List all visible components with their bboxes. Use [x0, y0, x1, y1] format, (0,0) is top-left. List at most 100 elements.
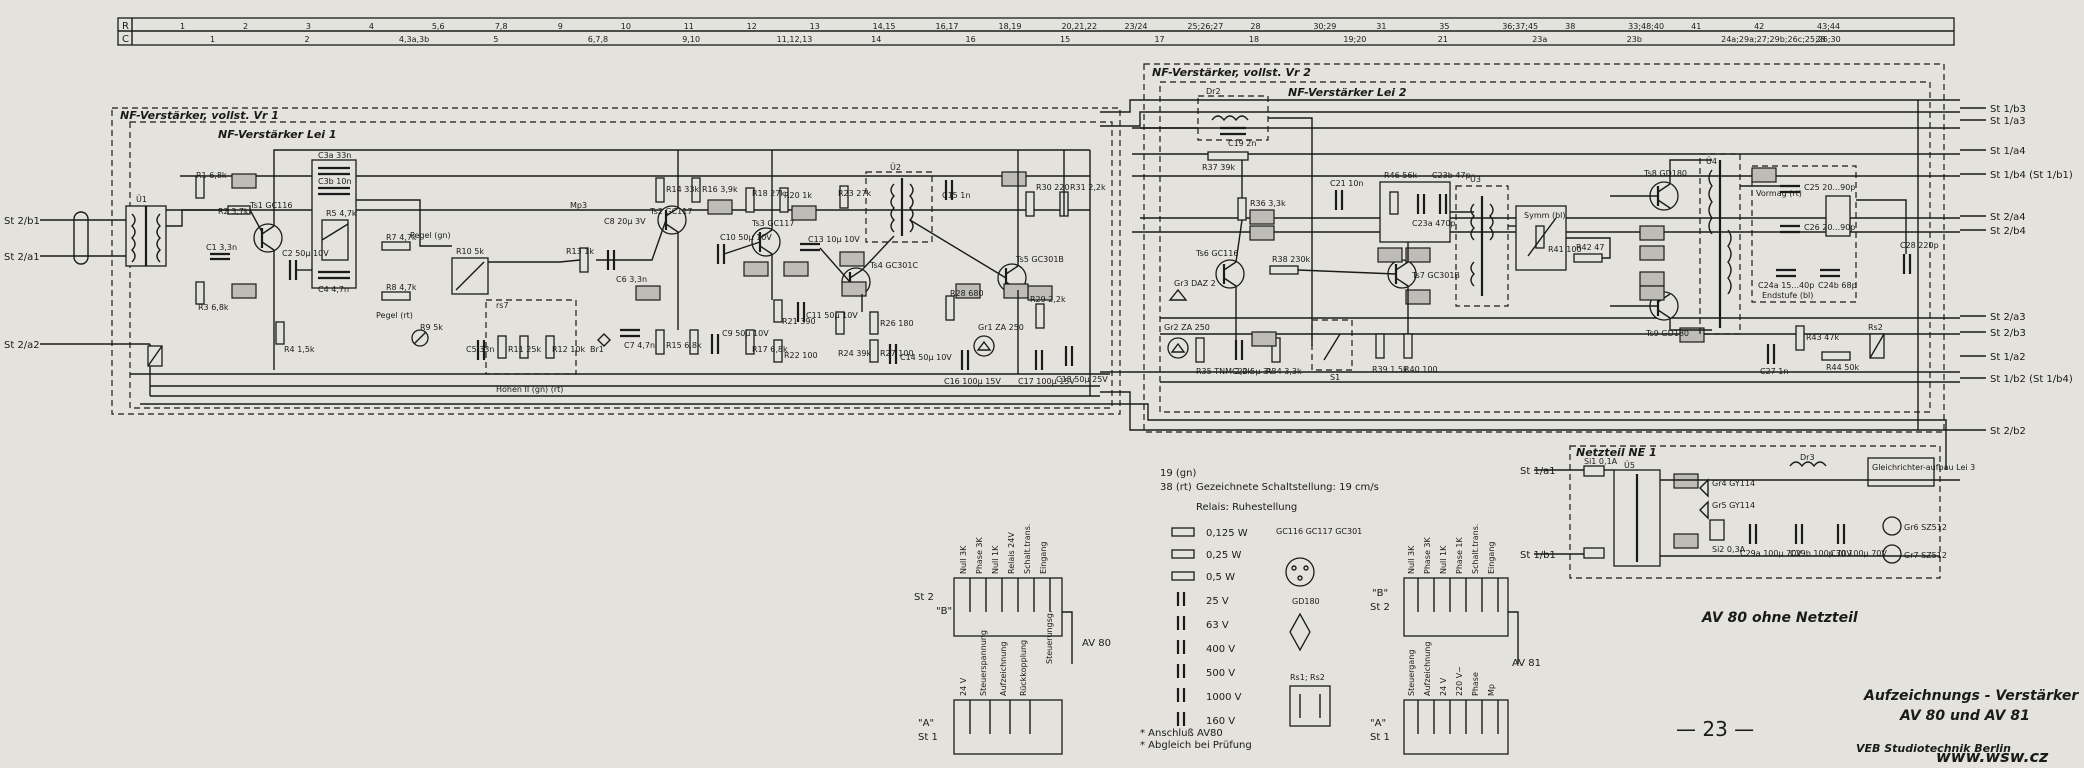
netzteil: Netzteil NE 1 Gleichrichter-aufbau Lei 3… [1520, 445, 1975, 579]
label-r26: R26 180 [880, 319, 914, 328]
label-ts6: Ts6 GC116 [1195, 249, 1238, 258]
label-r23: R23 27k [838, 189, 871, 198]
plug-av80: St 2 "B" "A" St 1 AV 80 Steuerungsg. Nul… [914, 524, 1111, 755]
header-c-cell: 11,12,13 [777, 35, 813, 44]
vr1-inner-label: NF-Verstärker Lei 1 [218, 128, 337, 141]
header-r-cell: 14,15 [873, 22, 896, 31]
legend-relay: Rs1; Rs2 [1290, 673, 1325, 682]
label-c21: C21 10n [1330, 179, 1364, 188]
legend-res-05: 0,5 W [1206, 572, 1235, 583]
header-c-cell: 19;20 [1343, 35, 1366, 44]
label-r14: R14 33k [666, 185, 699, 194]
header-c-cell: 14 [871, 35, 881, 44]
transformer-u2 [865, 171, 933, 243]
header-row-r-label: R [122, 21, 129, 32]
document-title-2: AV 80 und AV 81 [1899, 708, 2030, 724]
label-endstufe: Endstufe (bl) [1762, 291, 1813, 300]
av80-pin-label: Phase 3K [975, 536, 984, 574]
header-r-cell: 16,17 [936, 22, 959, 31]
document-title-1: Aufzeichnungs - Verstärker [1863, 688, 2079, 704]
label-r38: R38 230k [1272, 255, 1311, 264]
label-c13: C13 10μ 10V [808, 235, 860, 244]
header-r-cell: 3 [306, 22, 311, 31]
header-row-c-label: C [122, 34, 129, 45]
label-r3: R3 6,8k [198, 303, 229, 312]
label-gr7: Gr7 SZ512 [1904, 551, 1947, 560]
legend-relais: Relais: Ruhestellung [1196, 502, 1297, 513]
header-r-cell: 33;48;40 [1628, 22, 1664, 31]
av80-pin-label: Rückkopplung [1019, 640, 1028, 696]
label-dr2: Dr2 [1206, 87, 1221, 96]
label-c28: C28 220p [1900, 241, 1939, 250]
av80-pin-label: 24 V [959, 677, 968, 696]
header-r-cell: 28 [1250, 22, 1260, 31]
legend-color-gn: 19 (gn) [1160, 468, 1196, 479]
label-ts9: Ts9 GD180 [1645, 329, 1689, 338]
label-r9: R9 5k [420, 323, 443, 332]
connector-right: St 1/b2 (St 1/b4) [1990, 374, 2073, 385]
label-r44: R44 50k [1826, 363, 1859, 372]
header-r-cell: 11 [684, 22, 694, 31]
label-r8: R8 4,7k [386, 283, 417, 292]
header-c-cell: 21 [1438, 35, 1448, 44]
legend-footnote-2: * Abgleich bei Prüfung [1140, 740, 1252, 751]
header-r-cell: 30;29 [1313, 22, 1336, 31]
av81-st1-label: St 1 [1370, 732, 1390, 743]
label-r31: R31 2,2k [1070, 183, 1106, 192]
label-c19: C19 2n [1228, 139, 1256, 148]
component-labels: R1 6,8k R2 3,7k R3 6,8k C1 3,3n Ts1 GC11… [196, 87, 1939, 394]
legend-capacitor-voltage: 160 V [1206, 716, 1235, 727]
legend-transistors: GC116 GC117 GC301 [1276, 527, 1362, 536]
label-ts1: Ts1 GC116 [249, 201, 292, 210]
label-u5: Ü5 [1624, 460, 1635, 470]
label-c2: C2 50μ 10V [282, 249, 329, 258]
label-c25: C25 20...90p [1804, 183, 1855, 192]
connector-st2-a1: St 2/a1 [4, 252, 40, 263]
vr1-outer-label: NF-Verstärker, vollst. Vr 1 [120, 109, 279, 122]
gleichrichter-label: Gleichrichter-aufbau Lei 3 [1872, 463, 1975, 472]
av80-pin-label: Relais 24V [1007, 532, 1016, 574]
label-r15: R15 6,8k [666, 341, 702, 350]
legend-color-rt: 38 (rt) [1160, 482, 1192, 493]
header-r-cell: 1 [180, 22, 185, 31]
av81-pin-label: Phase 1K [1455, 536, 1464, 574]
connector-right: St 2/b2 [1990, 426, 2026, 437]
header-r-cell: 18,19 [999, 22, 1022, 31]
header-r-cell: 41 [1691, 22, 1701, 31]
av80-a-label: "A" [918, 718, 934, 729]
label-r1: R1 6,8k [196, 171, 227, 180]
av81-pin-label: Null 3K [1407, 545, 1416, 574]
vr1-components: Ü1 [40, 149, 1091, 396]
connector-st2-a2: St 2/a2 [4, 340, 40, 351]
header-r-cell: 36;37;45 [1502, 22, 1538, 31]
av80-st1-label: St 1 [918, 732, 938, 743]
transistor-ts6 [1215, 259, 1245, 289]
legend-capacitor-voltage: 63 V [1206, 620, 1229, 631]
label-c29b: C29b 100μ 70V [1790, 549, 1852, 558]
av81-pin-label: Aufzeichnung [1423, 642, 1432, 696]
label-ts8: Ts8 GD180 [1643, 169, 1687, 178]
header-c-cell: 1 [210, 35, 215, 44]
vr2-frame: NF-Verstärker, vollst. Vr 2 NF-Verstärke… [1143, 63, 1945, 433]
label-r27: R27 100 [880, 349, 914, 358]
av80-pin-side: Steuerungsg. [1045, 611, 1054, 664]
label-c16: C16 100μ 15V [944, 377, 1001, 386]
label-gr6: Gr6 SZ512 [1904, 523, 1947, 532]
label-gr5: Gr5 GY114 [1712, 501, 1755, 510]
legend-schaltstellung: Gezeichnete Schaltstellung: 19 cm/s [1196, 482, 1379, 493]
label-r2: R2 3,7k [218, 207, 249, 216]
connector-right: St 2/a4 [1990, 212, 2026, 223]
header-c-cell: 24a;29a;27;29b;26c;25;26;30 [1721, 35, 1841, 44]
label-c14: C14 50μ 10V [900, 353, 952, 362]
header-r-cell: 4 [369, 22, 374, 31]
label-rs7: rs7 [496, 301, 509, 310]
av80-pin-label: Null 3K [959, 545, 968, 574]
connector-right: St 1/a3 [1990, 116, 2026, 127]
transformer-u3 [1455, 185, 1509, 307]
